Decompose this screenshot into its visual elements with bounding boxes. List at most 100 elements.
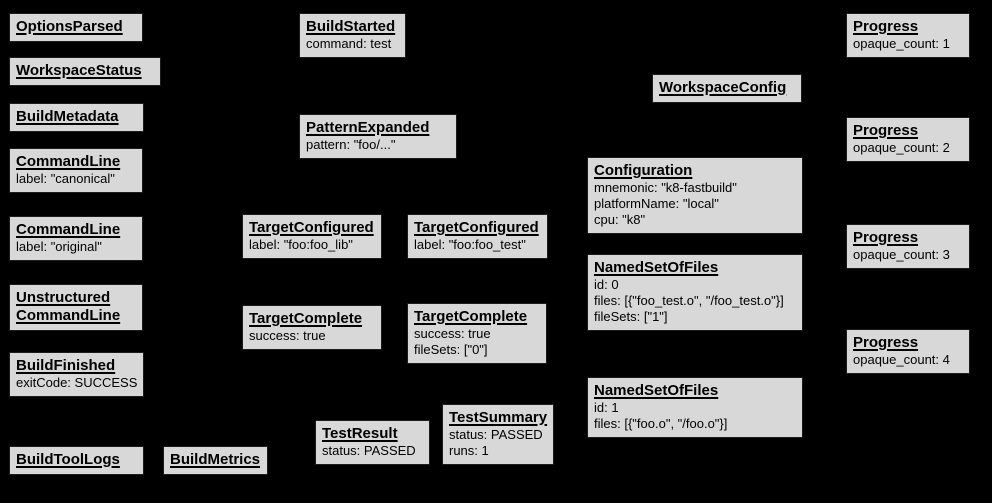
node-attribute: files: [{"foo_test.o", "/foo_test.o"}] [594,293,784,308]
node-title: BuildStarted [306,18,399,36]
node-title-line: Unstructured [16,289,111,306]
node-attribute: runs: 1 [449,443,489,458]
node-title: TargetComplete [249,310,375,328]
node-attribute: pattern: "foo/..." [306,137,396,152]
node-title-line: PatternExpanded [306,119,430,136]
node-title-line: TargetComplete [249,310,363,327]
node-title: NamedSetOfFiles [594,382,796,400]
node-title-line: TargetComplete [414,308,528,325]
node-title: WorkspaceConfig [659,79,795,97]
node-attribute: platformName: "local" [594,196,719,211]
node-title-line: Progress [853,18,919,35]
node-title-line: BuildMetadata [16,108,119,125]
node-title-line: Progress [853,229,919,246]
node-options-parsed: OptionsParsed [9,13,143,42]
node-title: PatternExpanded [306,119,450,137]
node-attribute: opaque_count: 3 [853,247,950,262]
node-attribute: mnemonic: "k8-fastbuild" [594,180,737,195]
node-attribute: exitCode: SUCCESS [16,375,138,390]
node-attribute: fileSets: ["0"] [414,342,488,357]
node-attribute: label: "canonical" [16,171,115,186]
node-build-metrics: BuildMetrics [163,446,268,475]
node-title-line: WorkspaceConfig [659,79,787,96]
node-title-line: OptionsParsed [16,18,123,35]
node-title-line: CommandLine [16,307,121,324]
node-attribute: label: "foo:foo_lib" [249,237,353,252]
node-attribute: fileSets: ["1"] [594,309,668,324]
node-title-line: WorkspaceStatus [16,62,142,79]
node-title: Configuration [594,162,796,180]
node-title: Progress [853,334,963,352]
node-title-line: BuildFinished [16,357,116,374]
node-title: TargetConfigured [414,219,541,237]
node-attribute: opaque_count: 2 [853,140,950,155]
node-title: WorkspaceStatus [16,62,154,80]
node-title-line: TestSummary [449,409,548,426]
node-title-line: Progress [853,334,919,351]
node-attribute: opaque_count: 4 [853,352,950,367]
node-title-line: BuildMetrics [170,451,261,468]
node-title-line: CommandLine [16,221,121,238]
node-title: TargetComplete [414,308,540,326]
node-title: CommandLine [16,153,136,171]
node-title: BuildToolLogs [16,451,137,469]
node-title: OptionsParsed [16,18,136,36]
node-title-line: BuildStarted [306,18,396,35]
node-title-line: NamedSetOfFiles [594,259,719,276]
node-title: Progress [853,229,963,247]
node-title: Progress [853,122,963,140]
node-attribute: id: 0 [594,277,619,292]
node-workspace-config: WorkspaceConfig [652,74,802,103]
node-title: CommandLine [16,221,136,239]
node-title-line: CommandLine [16,153,121,170]
node-attribute: label: "foo:foo_test" [414,237,526,252]
node-title: NamedSetOfFiles [594,259,796,277]
node-title: TargetConfigured [249,219,375,237]
node-title: BuildMetadata [16,108,137,126]
node-attribute: files: [{"foo.o", "/foo.o"}] [594,416,728,431]
node-title: BuildMetrics [170,451,261,469]
node-attribute: command: test [306,36,392,51]
node-build-metadata: BuildMetadata [9,103,144,132]
node-title: BuildFinished [16,357,137,375]
node-title: Progress [853,18,963,36]
node-title-line: TestResult [322,425,398,442]
node-attribute: opaque_count: 1 [853,36,950,51]
node-workspace-status: WorkspaceStatus [9,57,161,86]
node-title-line: Configuration [594,162,693,179]
node-attribute: cpu: "k8" [594,212,646,227]
node-attribute: status: PASSED [322,443,416,458]
node-attribute: success: true [414,326,491,341]
node-title-line: TargetConfigured [414,219,539,236]
node-title-line: Progress [853,122,919,139]
node-attribute: status: PASSED [449,427,543,442]
node-title: TestResult [322,425,423,443]
node-title: TestSummary [449,409,547,427]
node-title-line: TargetConfigured [249,219,374,236]
node-attribute: id: 1 [594,400,619,415]
node-title-line: NamedSetOfFiles [594,382,719,399]
node-title-line: BuildToolLogs [16,451,120,468]
node-attribute: success: true [249,328,326,343]
